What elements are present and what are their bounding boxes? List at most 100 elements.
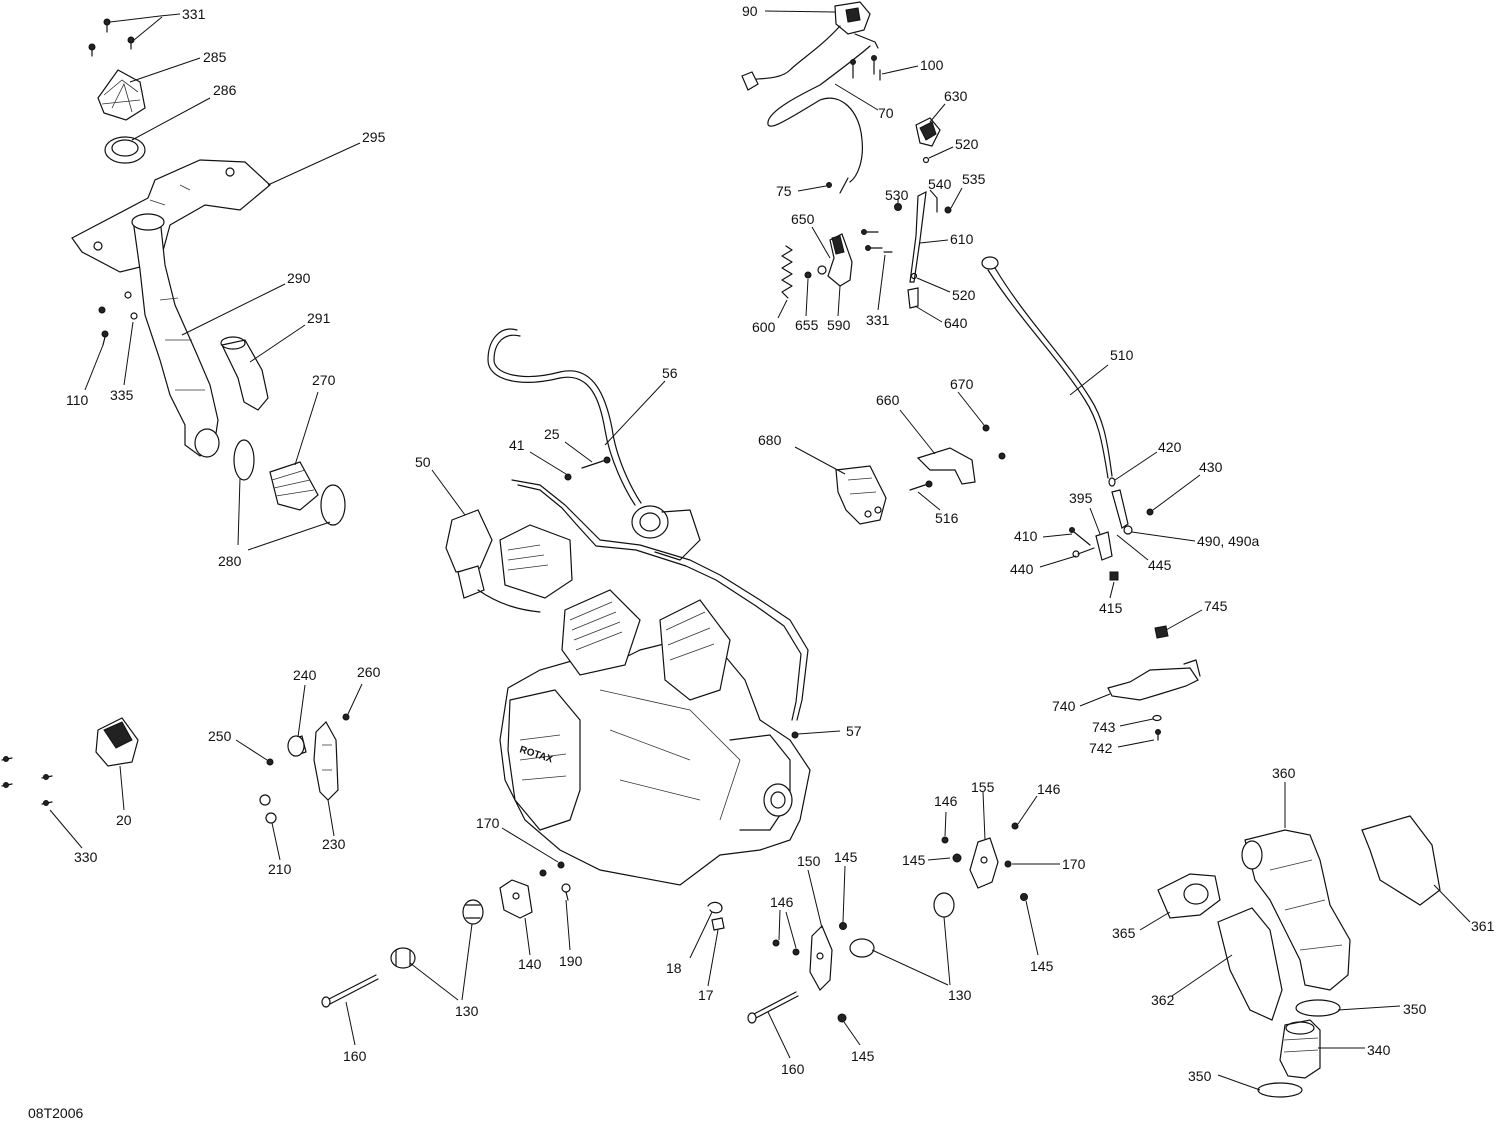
- label-130-left: 130: [455, 1003, 479, 1019]
- label-286: 286: [213, 82, 237, 98]
- mount-130-left-2: [390, 947, 416, 969]
- left-mounts-group: [1, 683, 363, 861]
- elbow-hose-291: [220, 336, 269, 411]
- label-160-right: 160: [781, 1061, 805, 1077]
- linkage-group-395: [1039, 451, 1203, 748]
- label-18: 18: [666, 960, 682, 976]
- label-510: 510: [1110, 347, 1134, 363]
- label-630: 630: [944, 88, 968, 104]
- label-360: 360: [1272, 765, 1296, 781]
- label-742: 742: [1089, 740, 1113, 756]
- label-331-throttle: 331: [866, 312, 890, 328]
- label-415: 415: [1099, 600, 1123, 616]
- clamp-280: [233, 439, 346, 526]
- filter-cage-285: [97, 69, 146, 121]
- label-530: 530: [885, 187, 909, 203]
- label-70: 70: [878, 105, 894, 121]
- callout-labels: 331 285 286 295 290 291 270 280 110 335 …: [28, 3, 1495, 1121]
- washer-335: [124, 291, 138, 320]
- label-361: 361: [1471, 918, 1495, 934]
- label-100: 100: [920, 57, 944, 73]
- label-50: 50: [415, 454, 431, 470]
- label-25: 25: [544, 426, 560, 442]
- label-210: 210: [268, 861, 292, 877]
- exhaust-group: [1139, 782, 1471, 1098]
- mount-130-left: [462, 899, 484, 925]
- label-440: 440: [1010, 561, 1034, 577]
- label-350-bottom: 350: [1188, 1068, 1212, 1084]
- diagram-code: 08T2006: [28, 1105, 83, 1121]
- label-600: 600: [752, 319, 776, 335]
- label-285: 285: [203, 49, 227, 65]
- label-155: 155: [971, 779, 995, 795]
- label-57: 57: [846, 723, 862, 739]
- label-140: 140: [518, 956, 542, 972]
- lower-mounts-group: [321, 827, 571, 1046]
- intake-hose-290: [131, 213, 220, 458]
- label-490-490a: 490, 490a: [1197, 533, 1259, 549]
- label-520-top: 520: [955, 136, 979, 152]
- label-410: 410: [1014, 528, 1038, 544]
- label-146-top: 146: [934, 793, 958, 809]
- label-745: 745: [1204, 598, 1228, 614]
- label-520-bottom: 520: [952, 287, 976, 303]
- label-270: 270: [312, 372, 336, 388]
- label-590: 590: [827, 317, 851, 333]
- throttle-housing-90: [834, 1, 871, 35]
- air-intake-assembly: [71, 13, 361, 551]
- bolt-160-left: [321, 974, 379, 1008]
- label-56: 56: [662, 365, 678, 381]
- label-335: 335: [110, 387, 134, 403]
- label-190: 190: [559, 953, 583, 969]
- bolt-25: [581, 456, 611, 469]
- label-41: 41: [509, 437, 525, 453]
- throttle-cable-assembly: [741, 1, 1113, 479]
- label-680: 680: [758, 432, 782, 448]
- label-330: 330: [74, 849, 98, 865]
- label-146-right: 146: [1037, 781, 1061, 797]
- label-110: 110: [66, 392, 89, 408]
- rod-510: [981, 256, 1113, 479]
- knob-630: [915, 117, 941, 147]
- lever-650: [827, 233, 853, 287]
- screw-110: [98, 306, 109, 346]
- label-145-left: 145: [902, 852, 926, 868]
- right-mounts-group: [747, 791, 1060, 1059]
- label-145-right: 145: [1030, 958, 1054, 974]
- label-295: 295: [362, 129, 386, 145]
- label-445: 445: [1148, 557, 1172, 573]
- label-170-right: 170: [1062, 856, 1086, 872]
- label-291: 291: [307, 310, 331, 326]
- label-350-top: 350: [1403, 1001, 1427, 1017]
- label-75: 75: [776, 183, 792, 199]
- label-160-left: 160: [343, 1048, 367, 1064]
- label-331: 331: [182, 6, 206, 22]
- label-516: 516: [935, 510, 959, 526]
- label-650: 650: [791, 211, 815, 227]
- label-260: 260: [357, 664, 381, 680]
- label-420: 420: [1158, 439, 1182, 455]
- screw-331-top: [88, 18, 135, 57]
- label-130-right: 130: [948, 987, 972, 1003]
- label-430: 430: [1199, 459, 1223, 475]
- label-146-lower: 146: [770, 894, 794, 910]
- label-660: 660: [876, 392, 900, 408]
- label-395: 395: [1069, 490, 1093, 506]
- label-610: 610: [950, 231, 974, 247]
- label-145-mid: 145: [834, 849, 858, 865]
- label-365: 365: [1112, 925, 1136, 941]
- label-240: 240: [293, 667, 317, 683]
- label-230: 230: [322, 836, 346, 852]
- spring-600: [781, 245, 793, 299]
- label-743: 743: [1092, 719, 1116, 735]
- label-90: 90: [742, 3, 758, 19]
- screws-330: [1, 756, 53, 806]
- label-535: 535: [962, 171, 986, 187]
- ring-clamp-286: [104, 136, 146, 164]
- label-250: 250: [208, 728, 232, 744]
- label-17: 17: [698, 987, 714, 1003]
- label-290: 290: [287, 270, 311, 286]
- bracket-group-660-680: [794, 391, 1006, 525]
- label-150: 150: [797, 853, 821, 869]
